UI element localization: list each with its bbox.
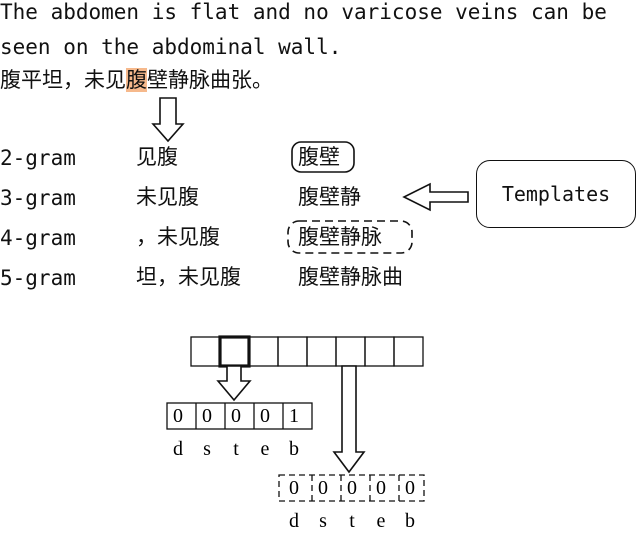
gram-label-4: 4-gram <box>0 226 76 250</box>
vector-solid-label: d <box>173 438 183 460</box>
down-arrow-icon <box>332 365 366 474</box>
vector-dashed-label: t <box>349 510 355 532</box>
gram-label-3: 3-gram <box>0 186 76 210</box>
vector-solid-label: e <box>260 438 270 460</box>
templates-label: Templates <box>501 182 611 206</box>
gram-left-5: 坦，未见腹 <box>136 265 241 289</box>
down-arrow-icon <box>216 365 252 402</box>
vector-solid-value: 1 <box>289 405 299 427</box>
gram-left-3: 未见腹 <box>136 185 199 209</box>
vector-dashed-value: 0 <box>405 477 415 499</box>
vector-solid-label: t <box>233 438 239 460</box>
token-row <box>190 336 424 367</box>
vector-dashed-value: 0 <box>376 477 386 499</box>
highlighted-character: 腹 <box>126 68 147 92</box>
gram-right-4: 腹壁静脉 <box>298 225 382 249</box>
vector-solid-value: 0 <box>231 405 241 427</box>
gram-right-5: 腹壁静脉曲 <box>298 265 403 289</box>
vector-dashed-label: e <box>376 510 386 532</box>
gram-label-5: 5-gram <box>0 266 76 290</box>
vector-dashed-label: d <box>289 510 299 532</box>
vector-dashed-label: s <box>319 510 327 532</box>
vector-solid-label: s <box>203 438 211 460</box>
vector-dashed-value: 0 <box>289 477 299 499</box>
current-token-cell <box>218 335 251 368</box>
left-arrow-icon <box>402 182 469 212</box>
chinese-text-before: 腹平坦，未见 <box>0 68 126 92</box>
gram-right-2: 腹壁 <box>298 145 340 169</box>
chinese-text-after: 壁静脉曲张。 <box>147 68 273 92</box>
vector-solid-label: b <box>289 438 299 460</box>
vector-dashed-value: 0 <box>318 477 328 499</box>
gram-right-3: 腹壁静 <box>298 185 361 209</box>
english-sentence-line1: The abdomen is flat and no varicose vein… <box>0 0 607 24</box>
english-sentence-line2: seen on the abdominal wall. <box>0 35 342 59</box>
chinese-sentence: 腹平坦，未见腹壁静脉曲张。 <box>0 68 273 92</box>
templates-box <box>476 160 636 228</box>
gram-left-4: ，未见腹 <box>136 225 220 249</box>
vector-solid-value: 0 <box>173 405 183 427</box>
gram-label-2: 2-gram <box>0 146 76 170</box>
vector-dashed-value: 0 <box>347 477 357 499</box>
vector-solid-value: 0 <box>260 405 270 427</box>
vector-solid-value: 0 <box>202 405 212 427</box>
vector-dashed-label: b <box>405 510 415 532</box>
down-arrow-icon <box>151 97 185 143</box>
gram-left-2: 见腹 <box>136 145 178 169</box>
